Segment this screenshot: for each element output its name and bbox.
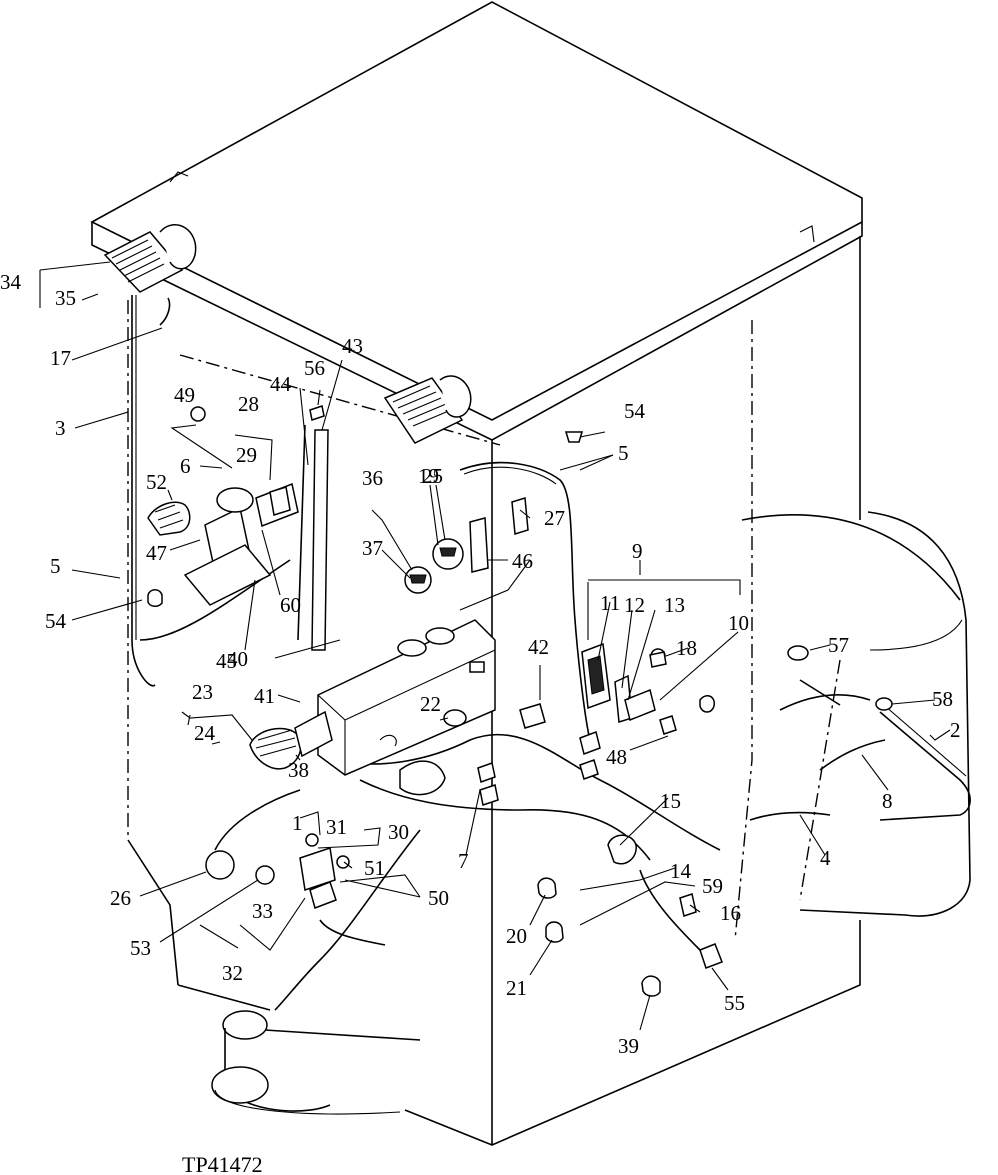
figure-id: TP41472 — [182, 1152, 263, 1175]
callout: 29 — [236, 443, 257, 467]
callout: 21 — [506, 976, 527, 1000]
callout: 25 — [422, 464, 443, 488]
callout: 27 — [544, 506, 565, 530]
callout: 15 — [660, 789, 681, 813]
callout: 10 — [728, 611, 749, 635]
callout: 49 — [174, 383, 195, 407]
cab-outline — [90, 1, 971, 1146]
leader-lines — [39, 261, 951, 1031]
callout: 3 — [55, 416, 66, 440]
callout: 13 — [664, 593, 685, 617]
callout: 4 — [820, 846, 831, 870]
callout: 8 — [882, 789, 893, 813]
callout: 32 — [222, 961, 243, 985]
callout: 17 — [50, 346, 71, 370]
callout: 18 — [676, 636, 697, 660]
callout: 31 — [326, 815, 347, 839]
callout: 48 — [606, 745, 627, 769]
callout: 1 — [292, 811, 303, 835]
callout: 35 — [55, 286, 76, 310]
callout: 38 — [288, 758, 309, 782]
callout: 12 — [624, 593, 645, 617]
callout: 7 — [458, 849, 469, 873]
work-lamp-left — [103, 224, 197, 293]
callout: 37 — [362, 536, 383, 560]
callout: 47 — [146, 541, 167, 565]
callout: 28 — [238, 392, 259, 416]
callout: 43 — [342, 334, 363, 358]
callout: 41 — [254, 684, 275, 708]
callout: 55 — [724, 991, 745, 1015]
callout: 23 — [192, 680, 213, 704]
callout: 46 — [512, 549, 533, 573]
wiring-harness — [131, 295, 971, 1011]
callout: 30 — [388, 820, 409, 844]
callout-labels: 1 2 3 4 5 5 6 7 8 9 10 11 12 13 14 15 16… — [0, 270, 961, 1058]
callout: 57 — [828, 633, 849, 657]
callout: 39 — [618, 1034, 639, 1058]
work-lamp-right — [383, 375, 472, 444]
callout: 44 — [270, 372, 292, 396]
callout: 26 — [110, 886, 131, 910]
callout: 53 — [130, 936, 151, 960]
callout: 16 — [720, 901, 741, 925]
callout: 60 — [280, 593, 301, 617]
callout: 22 — [420, 692, 441, 716]
callout: 24 — [194, 721, 216, 745]
callout: 9 — [632, 539, 643, 563]
callout: 33 — [252, 899, 273, 923]
callout: 56 — [304, 356, 325, 380]
callout: 51 — [364, 856, 385, 880]
callout: 5 — [618, 441, 629, 465]
callout: 54 — [624, 399, 646, 423]
callout: 40 — [227, 647, 248, 671]
callout: 42 — [528, 635, 549, 659]
callout: 6 — [180, 454, 191, 478]
callout: 54 — [45, 609, 67, 633]
callout: 52 — [146, 470, 167, 494]
callout: 58 — [932, 687, 953, 711]
callout: 5 — [50, 554, 61, 578]
callout: 50 — [428, 886, 449, 910]
callout: 34 — [0, 270, 22, 294]
callout: 14 — [670, 859, 692, 883]
callout: 45 — [216, 649, 237, 673]
components — [147, 405, 893, 997]
callout: 2 — [950, 718, 961, 742]
callout: 11 — [600, 591, 620, 615]
callout: 59 — [702, 874, 723, 898]
callout: 20 — [506, 924, 527, 948]
callout: 19 — [418, 464, 439, 488]
callout: 36 — [362, 466, 383, 490]
